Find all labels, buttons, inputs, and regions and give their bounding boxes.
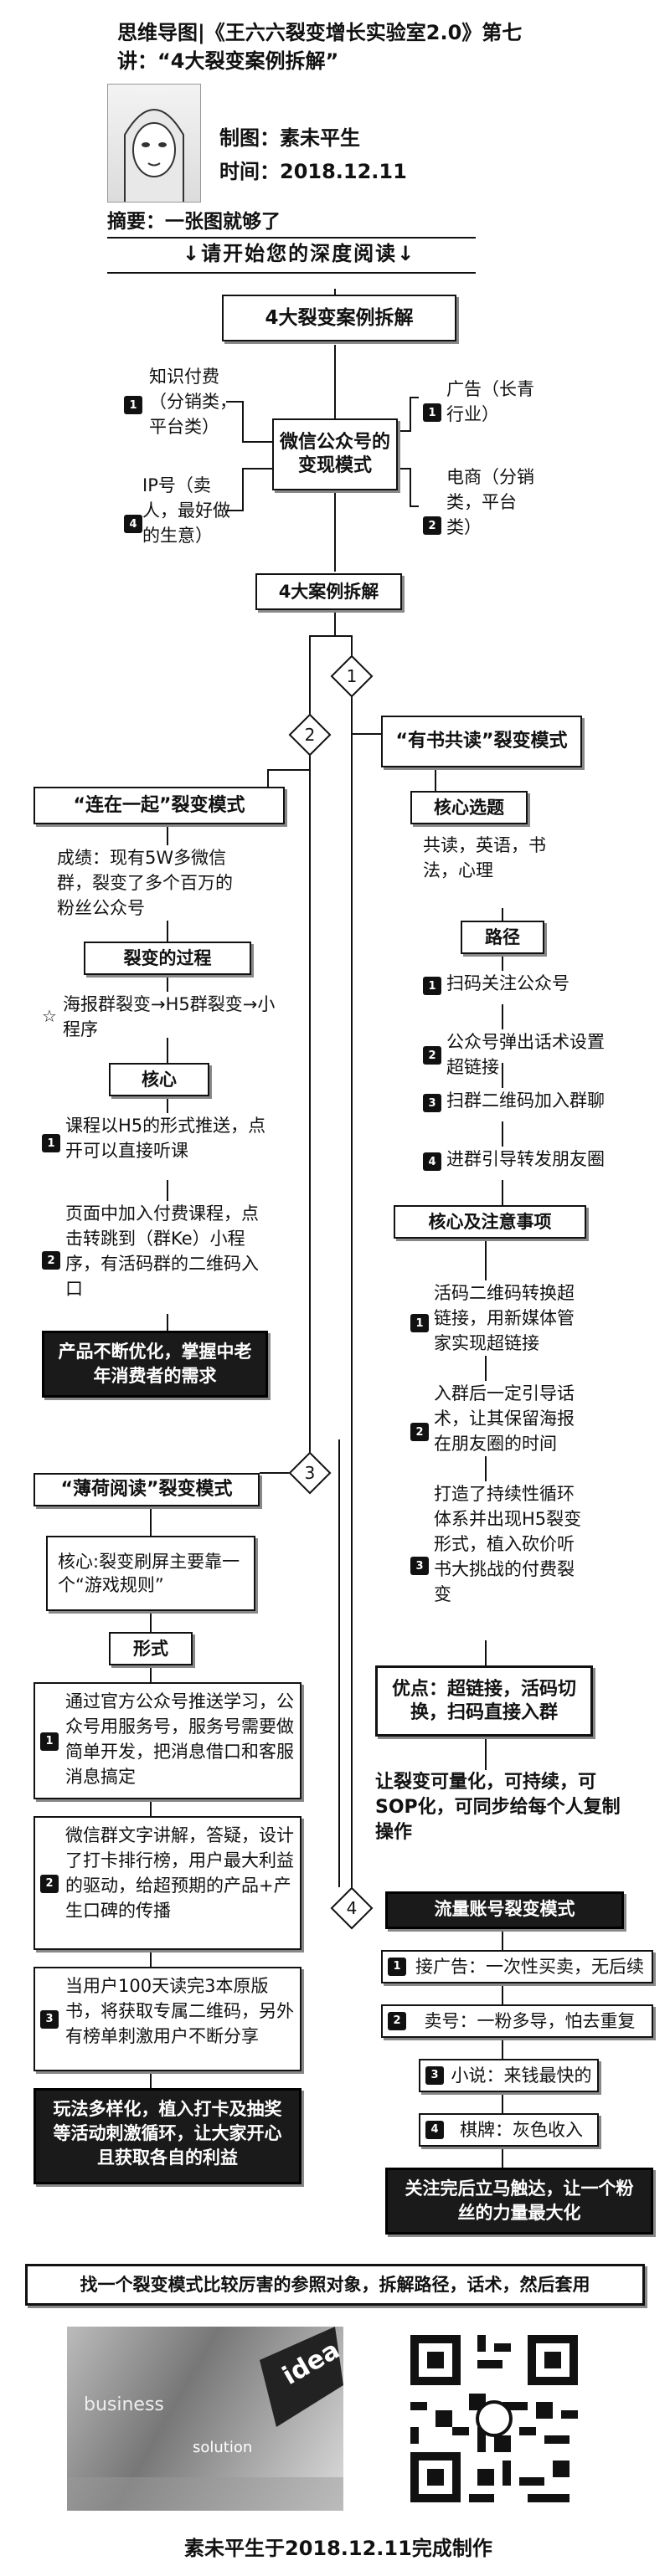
idea-illustration: idea solution business	[67, 2327, 343, 2511]
badge-2: 2	[40, 1875, 59, 1893]
case2-process: 海报群裂变→H5群裂变→小程序	[63, 994, 276, 1039]
bottom-banner: 找一个裂变模式比较厉害的参照对象，拆解路径，话术，然后套用	[25, 2264, 645, 2306]
read-banner: ↓请开始您的深度阅读↓	[183, 242, 416, 265]
case3-highlight: 玩法多样化，植入打卡及抽奖等活动刺激循环，让大家开心且获取各自的利益	[34, 2088, 302, 2184]
case2-result: 成绩：现有5W多微信群，裂变了多个百万的粉丝公众号	[57, 848, 233, 918]
case2-core-label: 核心	[109, 1063, 209, 1096]
case4-item-4-box: 4 棋牌：灰色收入	[419, 2113, 599, 2147]
badge-1: 1	[42, 1134, 60, 1152]
case4-highlight: 关注完后立马触达，让一个粉丝的力量最大化	[385, 2168, 653, 2235]
wechat-item-ip: IP号（卖人，最好做的生意）	[142, 475, 230, 546]
portrait-drawing	[124, 109, 184, 202]
badge-4: 4	[124, 515, 142, 533]
case1-path-2: 公众号弹出话术设置超链接	[446, 1032, 605, 1077]
wechat-item-knowledge: 知识付费（分销类，平台类）	[149, 367, 237, 437]
case4-item-4: 棋牌：灰色收入	[460, 2120, 583, 2140]
case1-number: 1	[346, 666, 358, 686]
badge-1: 1	[410, 1314, 429, 1332]
star-icon: ☆	[42, 1006, 57, 1026]
case1-path-4: 进群引导转发朋友圈	[446, 1149, 605, 1169]
case3-form-1: 通过官方公众号推送学习，公众号用服务号，服务号需要做简单开发，把消息借口和客服消…	[65, 1691, 294, 1787]
page-title: 思维导图|《王六六裂变增长实验室2.0》第七讲：“4大裂变案例拆解”	[117, 21, 523, 73]
case3-core: 核心:裂变刷屏主要靠一个“游戏规则”	[46, 1536, 255, 1611]
case3-form-2: 微信群文字讲解，答疑，设计了打卡排行榜，用户最大利益的驱动，给超预期的产品+产生…	[65, 1825, 294, 1921]
badge-2: 2	[423, 1046, 441, 1065]
badge-4: 4	[425, 2121, 444, 2139]
case3-number: 3	[304, 1463, 316, 1483]
case2-highlight: 产品不断优化，掌握中老年消费者的需求	[42, 1331, 268, 1398]
case3-form-3-box: 3 当用户100天读完3本原版书，将获取专属二维码，另外有榜单刺激用户不断分享	[34, 1967, 302, 2071]
case3-form-2-box: 2 微信群文字讲解，答疑，设计了打卡排行榜，用户最大利益的驱动，给超预期的产品+…	[34, 1816, 302, 1950]
divider	[107, 237, 476, 239]
case1-path-3: 扫群二维码加入群聊	[446, 1090, 605, 1111]
avatar	[107, 84, 201, 203]
case1-path-1: 扫码关注公众号	[446, 973, 570, 993]
case2-core-1: 课程以H5的形式推送，点开可以直接听课	[65, 1116, 266, 1161]
badge-2: 2	[410, 1423, 429, 1441]
divider	[107, 272, 476, 274]
case4-item-3: 小说：来钱最快的	[451, 2065, 592, 2086]
case4-item-2: 卖号：一粉多导，怕去重复	[424, 2011, 636, 2031]
case3-form-3: 当用户100天读完3本原版书，将获取专属二维码，另外有榜单刺激用户不断分享	[65, 1976, 294, 2046]
producer-label: 制图：素未平生	[219, 126, 360, 150]
badge-1: 1	[423, 977, 441, 995]
badge-4: 4	[423, 1152, 441, 1171]
case1-conclusion: 让裂变可量化，可持续，可SOP化，可同步给每个人复制操作	[375, 1772, 621, 1843]
case2-core-2: 页面中加入付费课程，点击转跳到（群Ke）小程序，有活码群的二维码入口	[65, 1203, 259, 1299]
case4-item-2-box: 2 卖号：一粉多导，怕去重复	[381, 2004, 653, 2038]
case4-number: 4	[346, 1898, 358, 1918]
case4-item-1-box: 1 接广告：一次性买卖，无后续	[381, 1950, 653, 1983]
case1-note-1: 活码二维码转换超链接，用新媒体管家实现超链接	[434, 1283, 575, 1353]
summary-label: 摘要：一张图就够了	[107, 211, 281, 233]
case3-title: “薄荷阅读”裂变模式	[34, 1473, 260, 1506]
case1-title: “有书共读”裂变模式	[381, 716, 582, 767]
badge-3: 3	[410, 1557, 429, 1575]
qr-code	[402, 2327, 586, 2511]
badge-2: 2	[388, 2012, 406, 2030]
solution-word: solution	[193, 2439, 252, 2456]
badge-2: 2	[42, 1251, 60, 1270]
case1-highlight: 优点：超链接，活码切换，扫码直接入群	[375, 1665, 593, 1737]
business-word: business	[84, 2394, 164, 2415]
wechat-item-ads: 广告（长青行业）	[446, 379, 534, 424]
badge-1: 1	[124, 396, 142, 414]
case2-number: 2	[304, 725, 316, 745]
badge-2: 2	[423, 516, 441, 535]
cases-title: 4大案例拆解	[255, 573, 402, 610]
footer: 素未平生于2018.12.11完成制作	[184, 2537, 492, 2560]
case1-note-3: 打造了持续性循环体系并出现H5裂变形式，植入砍价听书大挑战的付费裂变	[434, 1484, 582, 1604]
badge-3: 3	[423, 1094, 441, 1112]
case4-item-3-box: 3 小说：来钱最快的	[419, 2059, 599, 2092]
case3-form-1-box: 1 通过官方公众号推送学习，公众号用服务号，服务号需要做简单开发，把消息借口和客…	[34, 1682, 302, 1799]
case1-core-topic: 共读，英语，书法，心理	[423, 835, 546, 880]
qr-code-pattern	[402, 2327, 586, 2511]
time-label: 时间：2018.12.11	[219, 160, 407, 183]
case2-process-label: 裂变的过程	[84, 942, 251, 975]
case4-title: 流量账号裂变模式	[385, 1891, 624, 1929]
case1-core-topic-label: 核心选题	[410, 791, 528, 824]
root-node: 4大裂变案例拆解	[222, 295, 456, 341]
case2-title: “连在一起”裂变模式	[34, 787, 285, 824]
badge-3: 3	[40, 2010, 59, 2029]
case1-notes-label: 核心及注意事项	[394, 1205, 586, 1239]
wechat-center-node: 微信公众号的变现模式	[272, 418, 398, 490]
badge-1: 1	[423, 403, 441, 422]
case1-note-2: 入群后一定引导话术，让其保留海报在朋友圈的时间	[434, 1383, 575, 1454]
case4-item-1: 接广告：一次性买卖，无后续	[415, 1957, 644, 1977]
case3-form-label: 形式	[109, 1632, 193, 1665]
badge-1: 1	[40, 1732, 59, 1751]
badge-3: 3	[425, 2066, 444, 2085]
wechat-item-ecommerce: 电商（分销类，平台类）	[446, 467, 534, 537]
idea-image: idea solution business	[67, 2327, 343, 2511]
case1-path-label: 路径	[461, 921, 544, 954]
badge-1: 1	[388, 1958, 406, 1976]
